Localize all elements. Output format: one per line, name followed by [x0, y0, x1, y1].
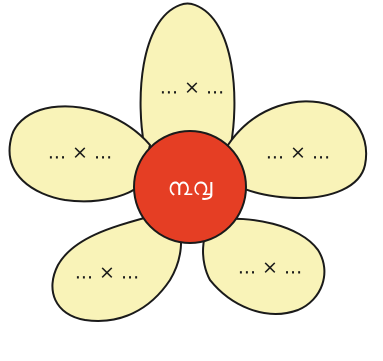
petal-upper-left-label: ... × ... [48, 142, 112, 164]
petal-lower-right-label: ... × ... [238, 257, 302, 279]
petal-upper-right-label: ... × ... [266, 142, 330, 164]
petal-lower-left-label: ... × ... [75, 262, 139, 284]
petal-top-label: ... × ... [160, 77, 224, 99]
center-number-label: ൩൮ [168, 173, 213, 201]
